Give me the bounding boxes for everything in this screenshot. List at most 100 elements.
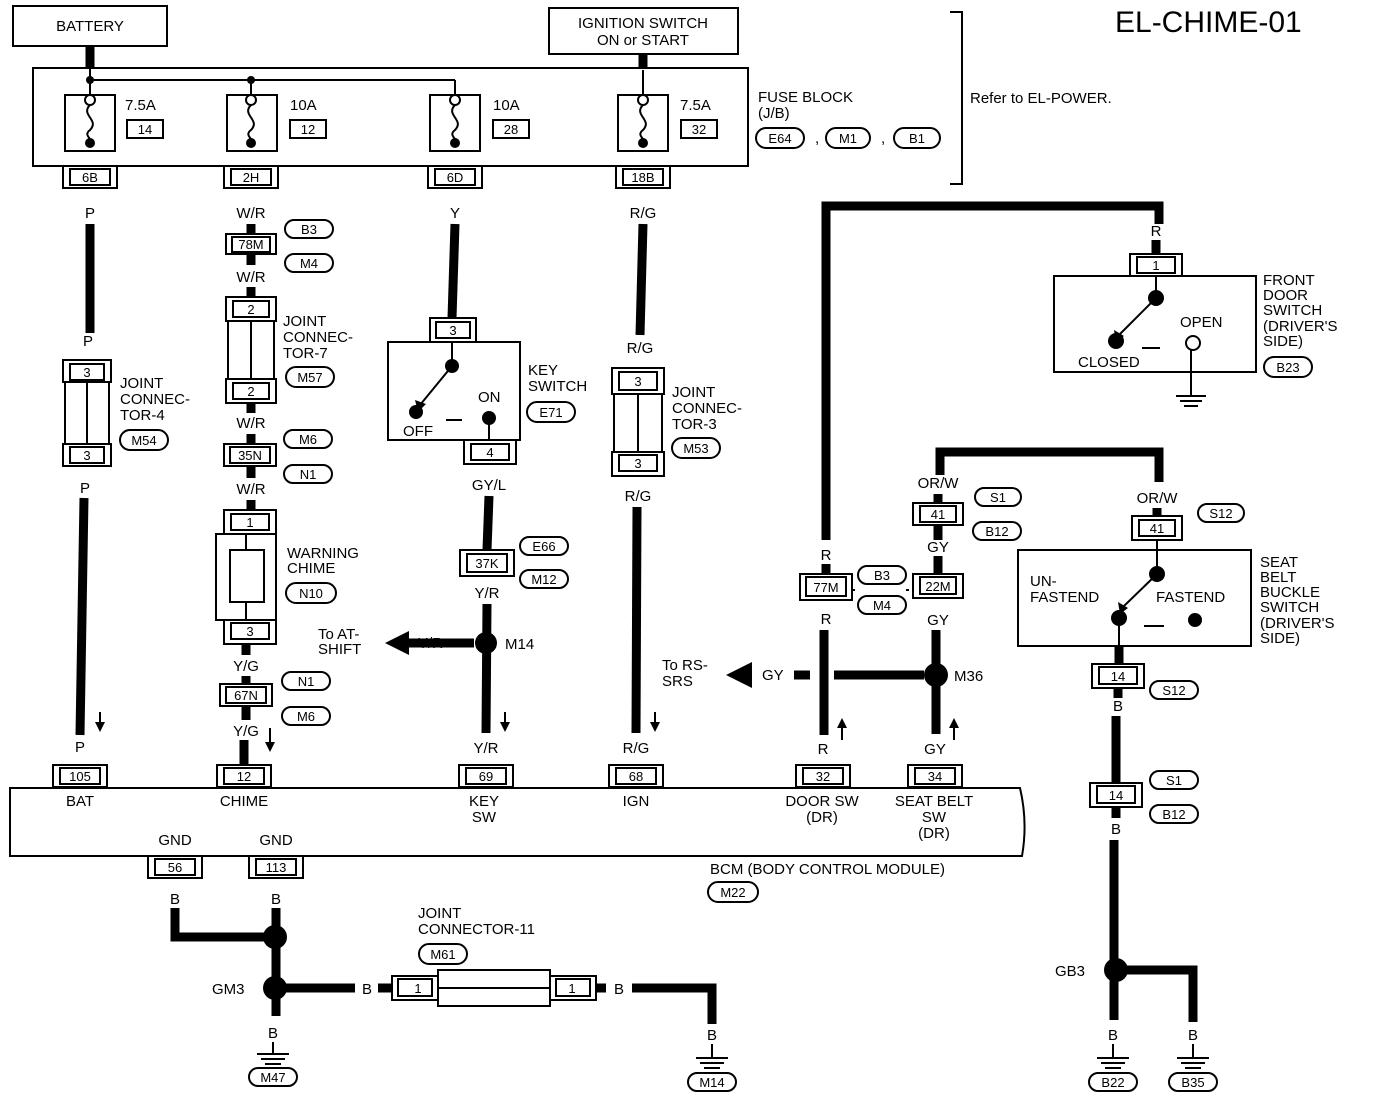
jc3-label-1: JOINT (672, 384, 715, 401)
seat-belt-label-6: SIDE) (1260, 630, 1300, 647)
bcm-gnd-113: 113 (248, 855, 304, 879)
front-door-switch: 1 OPEN CLOSED (1053, 253, 1257, 407)
fuse-out-2h: 2H (223, 165, 279, 189)
pin-14-2: 14 (1109, 788, 1123, 803)
ignition-label-1: IGNITION SWITCH (578, 15, 708, 32)
key-switch-label-2: SWITCH (528, 378, 587, 395)
bcm-sw-label: SW (472, 809, 497, 826)
m36-junction-dot (924, 663, 948, 687)
on-label: ON (478, 389, 501, 406)
bcm-door-label: DOOR SW (785, 793, 859, 810)
svg-text:69: 69 (479, 769, 493, 784)
ground-b35 (1177, 1044, 1209, 1069)
svg-text:1: 1 (246, 515, 253, 530)
chime-label-1: WARNING (287, 545, 359, 562)
fuse-1: 7.5A 14 (64, 94, 164, 152)
svg-text:3: 3 (634, 374, 641, 389)
seat-belt-label-4: SWITCH (1260, 599, 1319, 616)
fuse-out-6b: 6B (62, 165, 118, 189)
wire-label-b2: B (1111, 821, 1121, 838)
s1-label-1: S1 (990, 490, 1006, 505)
wire-label-p2: P (83, 333, 93, 350)
wire-label-b5: B (170, 891, 180, 908)
conn-78m: 78M (238, 237, 263, 252)
wire-label-yg2: Y/G (233, 723, 259, 740)
m14-junction-dot (475, 632, 497, 654)
unfasten-label-1: UN- (1030, 573, 1057, 590)
wire-label-b9: B (707, 1027, 717, 1044)
pin-14-1: 14 (1111, 669, 1125, 684)
door-switch-wire (821, 201, 1164, 540)
conn-67n: 67N (234, 688, 258, 703)
seat-belt-label-5: (DRIVER'S (1260, 615, 1335, 632)
svg-text:1: 1 (1152, 258, 1159, 273)
wire-label-gy1: GY (927, 539, 949, 556)
wire-label-b1: B (1113, 698, 1123, 715)
m4-label: M4 (300, 256, 318, 271)
svg-text:4: 4 (486, 445, 493, 460)
joint-connector-7: 2 2 (225, 296, 277, 404)
svg-text:1: 1 (568, 981, 575, 996)
wire-label-b3: B (1108, 1027, 1118, 1044)
ground-m47 (257, 1042, 289, 1065)
conn-77m: 77M (813, 580, 838, 595)
chime-label-2: CHIME (287, 560, 335, 577)
warning-chime: 1 3 (215, 509, 277, 645)
key-switch: 3 OFF ON 4 (387, 317, 521, 465)
wire-label-b10: B (268, 1025, 278, 1042)
jc11-label-1: JOINT (418, 905, 461, 922)
fuse-1-num: 14 (138, 122, 152, 137)
wire-label-b8: B (614, 981, 624, 998)
wire-label-rg1: R/G (630, 205, 657, 222)
conn-22m: 22M (925, 579, 950, 594)
bcm-terminal-door-sw: 32 (795, 764, 851, 788)
fuse-4-amp: 7.5A (680, 97, 711, 114)
m12-label: M12 (531, 572, 556, 587)
svg-text:3: 3 (246, 624, 253, 639)
svg-text:,: , (881, 130, 885, 147)
fuse-2: 10A 12 (226, 94, 327, 152)
ref-text: Refer to EL-POWER. (970, 90, 1112, 107)
pin-41-1: 41 (931, 507, 945, 522)
door-switch-label-5: SIDE) (1263, 333, 1303, 350)
b23-label: B23 (1276, 360, 1299, 375)
bcm-box (9, 787, 1026, 857)
fuse-block-label-1: FUSE BLOCK (758, 89, 853, 106)
closed-label: CLOSED (1078, 354, 1140, 371)
gm3-junction-dot (263, 976, 287, 1000)
wire-label-yr1: Y/R (474, 585, 499, 602)
joint-connector-3: 3 3 (611, 367, 665, 477)
svg-text:18B: 18B (631, 170, 654, 185)
bcm-seat-dr-label: (DR) (918, 825, 950, 842)
m54-label: M54 (131, 433, 156, 448)
b12-label-1: B12 (985, 524, 1008, 539)
conn-35n: 35N (238, 448, 262, 463)
wire-label-b6: B (271, 891, 281, 908)
wire-label-wr1: W/R (236, 205, 265, 222)
wire-label-p1: P (85, 205, 95, 222)
svg-text:32: 32 (816, 769, 830, 784)
m61-label: M61 (430, 947, 455, 962)
b3-label: B3 (301, 222, 317, 237)
bcm-terminal-key-sw: 69 (458, 764, 514, 788)
m36-junction-label: M36 (954, 668, 983, 685)
m47-label: M47 (260, 1070, 285, 1085)
jc7-label-1: JOINT (283, 313, 326, 330)
wire-label-orw2: OR/W (1137, 490, 1179, 507)
wire-label-yr3: Y/R (473, 740, 498, 757)
wire-label-orw1: OR/W (918, 475, 960, 492)
n1-label-1: N1 (300, 467, 317, 482)
fuse-conn-1: E64 (768, 131, 791, 146)
bcm-bat-label: BAT (66, 793, 94, 810)
s1-label-2: S1 (1166, 773, 1182, 788)
wire-label-r2: R (821, 547, 832, 564)
seat-belt-bus (935, 447, 1164, 482)
m53-label: M53 (683, 441, 708, 456)
joint-connector-4: 3 3 (62, 359, 112, 467)
bcm-label: BCM (BODY CONTROL MODULE) (710, 861, 945, 878)
to-rs-2: SRS (662, 673, 693, 690)
gnd-label-2: GND (259, 832, 293, 849)
fuse-1-amp: 7.5A (125, 97, 156, 114)
svg-text:3: 3 (83, 448, 90, 463)
